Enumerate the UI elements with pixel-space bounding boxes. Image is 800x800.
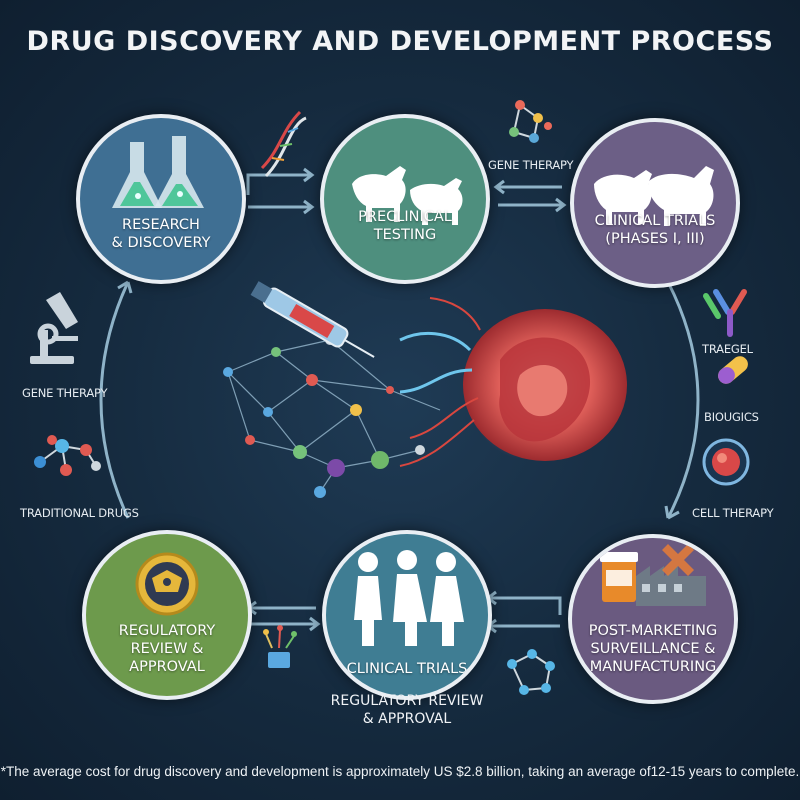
regulatory-review-caption: REGULATORY REVIEW & APPROVAL	[312, 692, 502, 728]
molecule-icon-bottom	[507, 649, 555, 695]
label-traegel: TRAEGEL	[702, 342, 753, 356]
arrow-preclinical-clinical	[493, 179, 562, 195]
stage-label-line: REVIEW &	[130, 641, 204, 657]
flask-icon	[112, 136, 204, 208]
factory-icon	[600, 544, 706, 606]
stage-label-line: RESEARCH	[122, 217, 200, 233]
antibody-icon	[703, 289, 747, 337]
label-cell-therapy: CELL THERAPY	[692, 506, 774, 520]
people-icon	[354, 550, 464, 646]
animals-icon	[352, 166, 463, 225]
molecule-icon-top	[509, 100, 552, 143]
vial-icon	[263, 625, 297, 668]
arrow-research-to-preclinical	[246, 167, 315, 195]
stage-label-line: SURVEILLANCE &	[590, 641, 716, 657]
arrow-clinical-to-regulatory	[245, 600, 316, 616]
caption-line: REGULATORY REVIEW	[330, 693, 484, 709]
stage-preclinical-testing: PRECLINICAL TESTING	[320, 114, 490, 284]
label-biologics: BIOUGICS	[704, 410, 759, 424]
stage-label-line: CLINICAL TRIALS	[346, 661, 468, 677]
left-arc-arrow	[99, 281, 130, 519]
footnote: *The average cost for drug discovery and…	[0, 764, 800, 779]
stage-label-line: (PHASES I, III)	[605, 231, 705, 247]
label-gene-therapy-left: GENE THERAPY	[22, 386, 108, 400]
microscope-icon	[30, 292, 78, 364]
target-cell-illustration	[399, 297, 627, 467]
stage-label-line: PRECLINICAL	[358, 209, 452, 225]
stage-label-line: POST-MARKETING	[588, 623, 718, 639]
label-traditional-drugs: TRADITIONAL DRUGS	[20, 506, 139, 520]
arrow-post-to-clinical	[485, 590, 562, 615]
stage-label-line: TESTING	[373, 227, 437, 243]
stage-label-line: APPROVAL	[129, 659, 205, 675]
stage-clinical-trials-phases: CLINICAL TRIALS (PHASES I, III)	[570, 118, 740, 288]
capsule-icon	[718, 356, 748, 384]
right-arc-arrow	[666, 281, 700, 519]
molecular-network	[223, 335, 441, 498]
caption-line: & APPROVAL	[362, 711, 452, 727]
stage-regulatory-review: REGULATORY REVIEW & APPROVAL	[82, 530, 252, 700]
page-title: DRUG DISCOVERY AND DEVELOPMENT PROCESS	[26, 26, 774, 57]
animals-icon	[594, 166, 714, 226]
molecule-icon-left	[34, 435, 101, 476]
dna-icon	[260, 110, 307, 178]
cycle-arrows	[99, 280, 700, 520]
stage-label-line: CLINICAL TRIALS	[594, 213, 716, 229]
syringe-icon	[250, 281, 375, 358]
stage-post-marketing: POST-MARKETING SURVEILLANCE & MANUFACTUR…	[568, 534, 738, 704]
stage-research-discovery: RESEARCH & DISCOVERY	[76, 114, 246, 284]
cell-icon	[702, 438, 750, 486]
seal-icon	[135, 552, 199, 616]
stage-clinical-trials: CLINICAL TRIALS	[322, 530, 492, 700]
label-gene-therapy-top: GENE THERAPY	[488, 158, 574, 172]
stage-label-line: REGULATORY	[118, 623, 216, 639]
stage-label-line: MANUFACTURING	[589, 659, 717, 675]
stage-label-line: & DISCOVERY	[111, 235, 211, 251]
